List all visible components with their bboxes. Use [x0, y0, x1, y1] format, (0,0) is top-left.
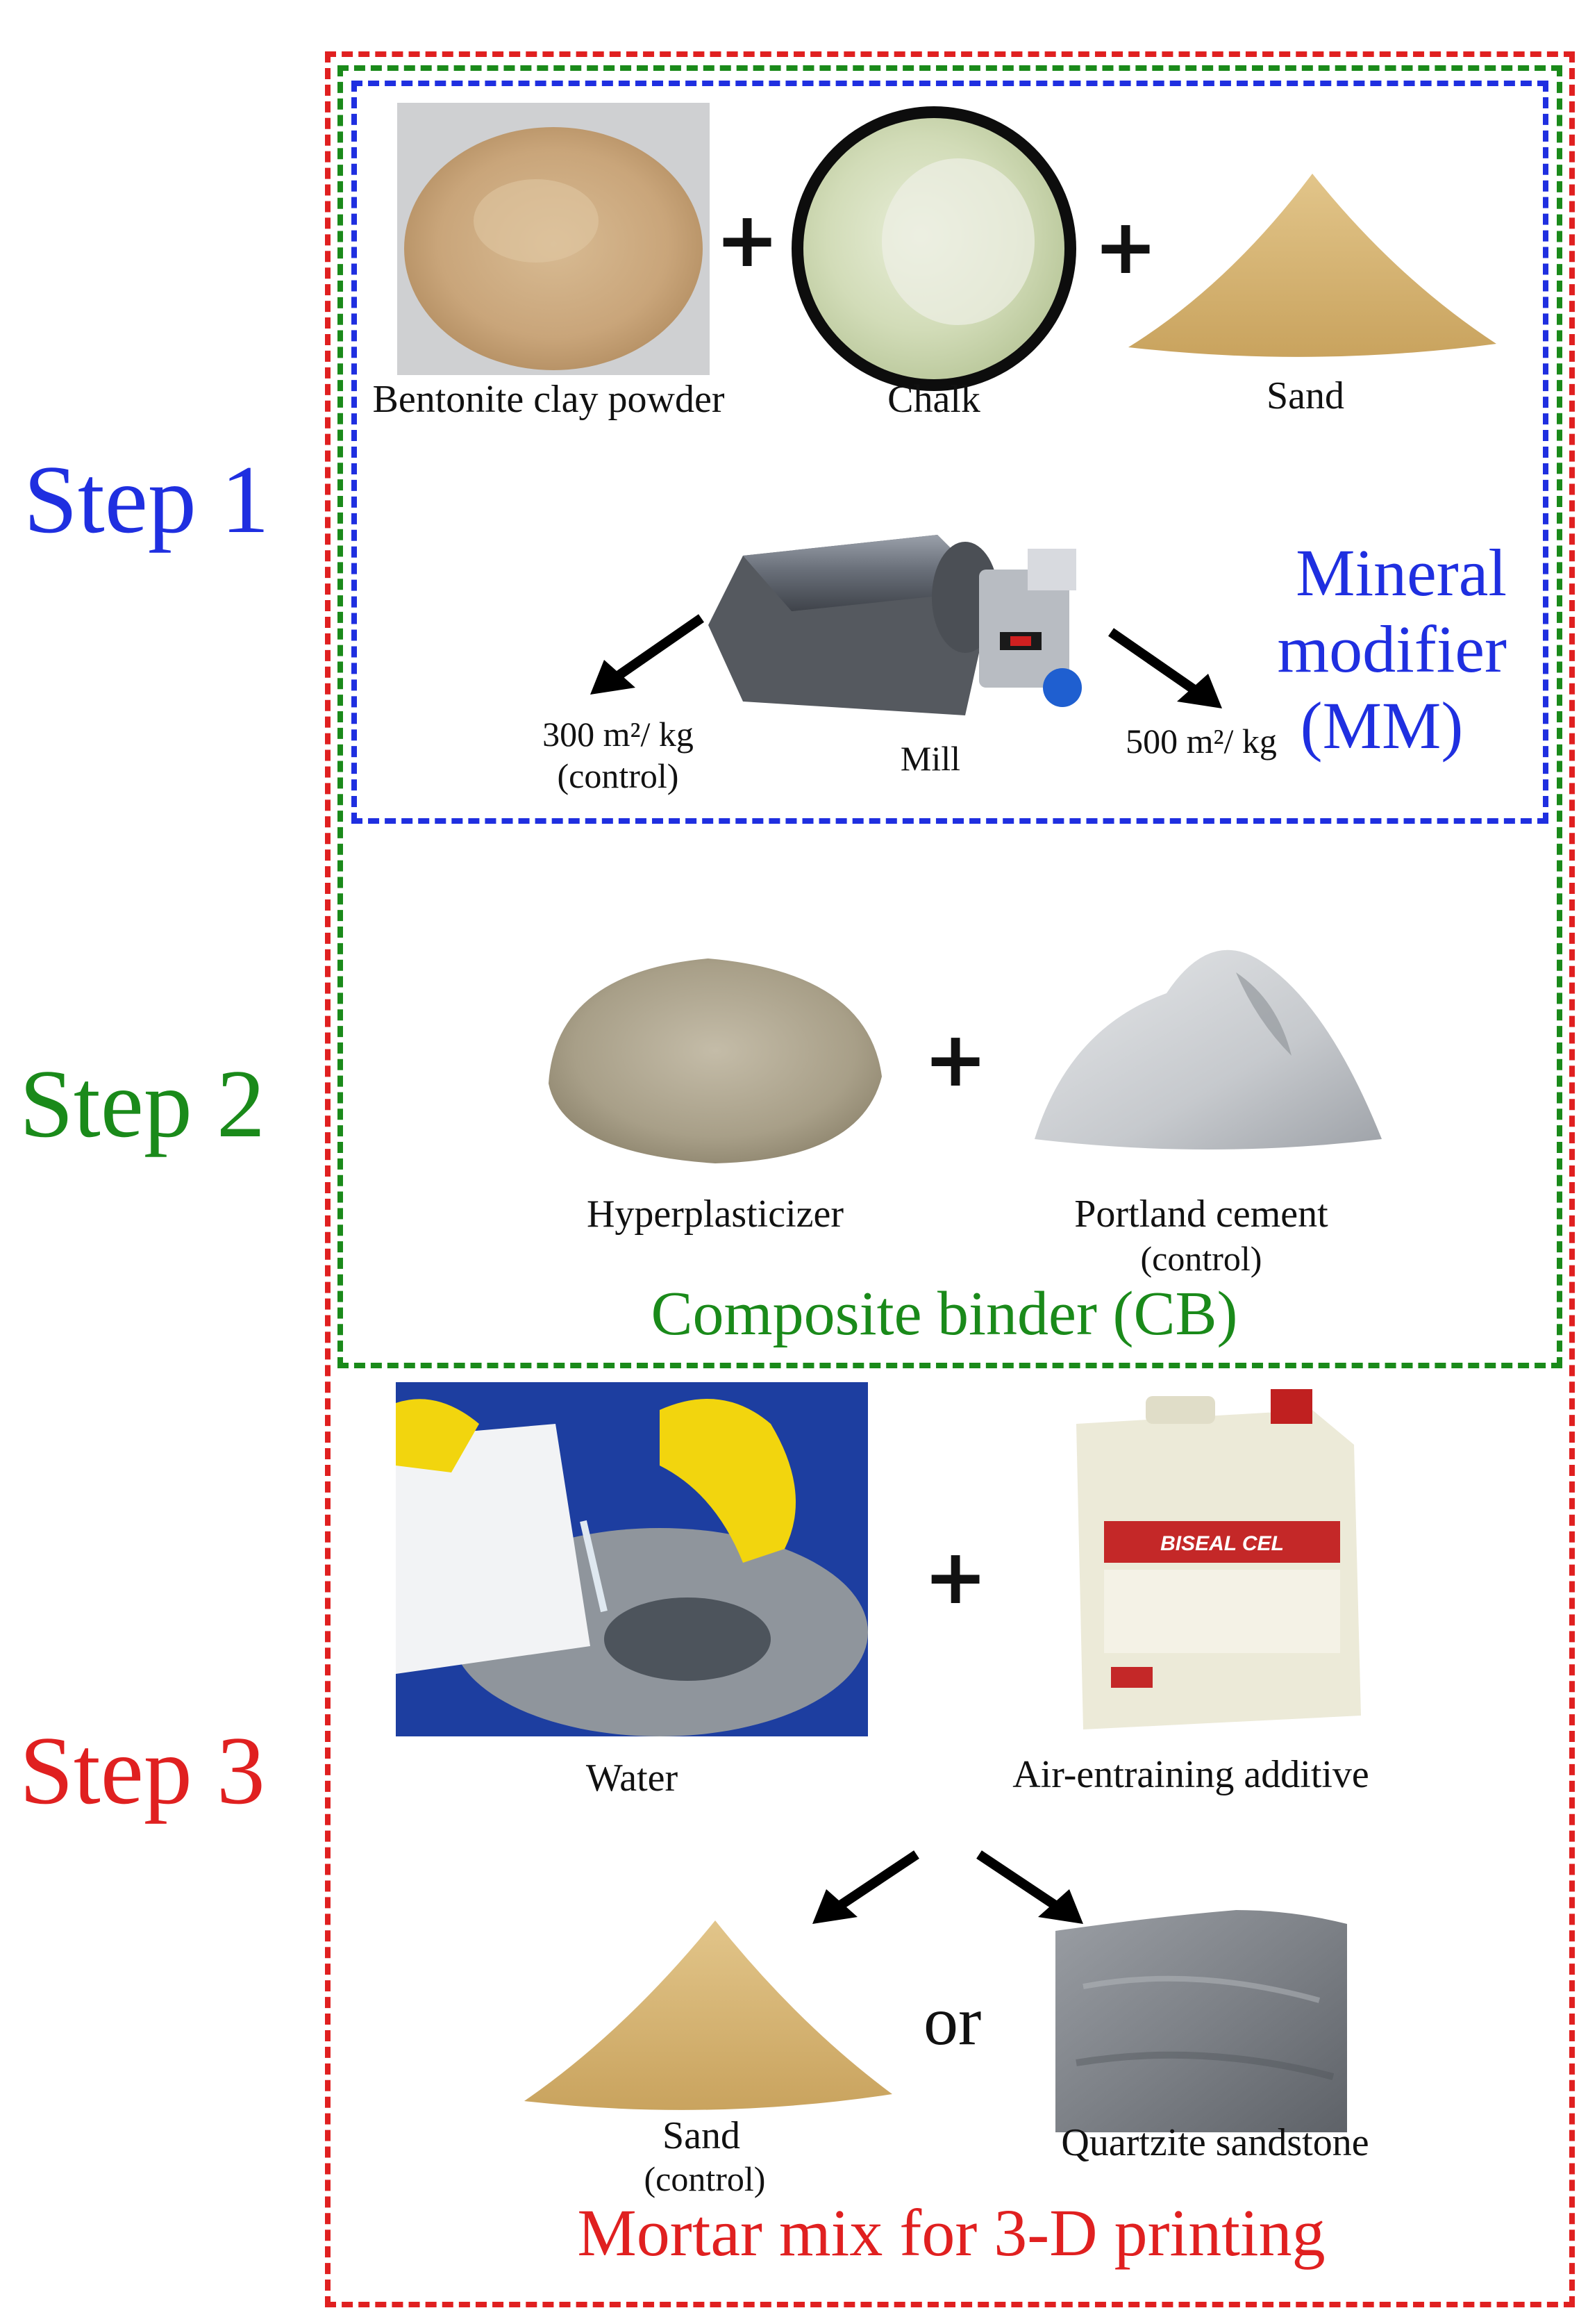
- fine-area-caption: 500 m²/ kg: [1126, 722, 1277, 761]
- step3-mortar-box: [325, 51, 1575, 2307]
- water-caption: Water: [585, 1757, 678, 1800]
- arrow-down-left-icon: [805, 1848, 923, 1931]
- hyperplasticizer-caption: Hyperplasticizer: [586, 1193, 844, 1236]
- plus-sign: +: [1094, 202, 1158, 291]
- step3-label: Step 3: [19, 1717, 265, 1825]
- plus-sign: +: [923, 1015, 988, 1104]
- step2-binder-box: [337, 65, 1562, 1368]
- plus-sign: +: [923, 1532, 988, 1621]
- sand-caption-step3: Sand: [662, 2114, 740, 2157]
- chalk-caption: Chalk: [887, 378, 980, 421]
- portland-cement-image: [1028, 917, 1389, 1167]
- or-text: or: [923, 1982, 982, 2059]
- mill-caption: Mill: [900, 739, 961, 778]
- step1-modifier-box: [351, 81, 1548, 824]
- step1-label: Step 1: [24, 446, 269, 554]
- water-image: [396, 1382, 868, 1736]
- portland-control-note: (control): [1140, 1239, 1262, 1278]
- chalk-image: [785, 103, 1083, 395]
- canister-label: BISEAL CEL: [1160, 1532, 1284, 1555]
- cb-title: Composite binder (CB): [651, 1279, 1238, 1348]
- portland-caption: Portland cement: [1074, 1193, 1328, 1236]
- control-note: (control): [557, 756, 679, 795]
- quartzite-image: [1055, 1903, 1347, 2132]
- sand-image: [1125, 160, 1500, 361]
- sand-caption: Sand: [1267, 374, 1344, 417]
- mm-title-line2: modifier: [1277, 612, 1507, 686]
- step2-label: Step 2: [19, 1050, 265, 1158]
- additive-caption: Air-entraining additive: [1012, 1753, 1369, 1796]
- additive-canister-image: BISEAL CEL: [1062, 1382, 1368, 1736]
- bentonite-image: [397, 103, 710, 375]
- mm-title-line3: (MM): [1300, 688, 1464, 763]
- arrow-down-right-icon: [972, 1848, 1090, 1931]
- control-area-caption: 300 m²/ kg: [542, 715, 694, 754]
- mortar-title: Mortar mix for 3-D printing: [577, 2196, 1326, 2270]
- quartzite-caption: Quartzite sandstone: [1061, 2121, 1369, 2164]
- sand-control-note: (control): [644, 2159, 766, 2198]
- sand-image: [521, 1907, 896, 2115]
- arrow-down-left-icon: [583, 611, 708, 702]
- arrow-down-right-icon: [1104, 625, 1229, 715]
- hyperplasticizer-image: [535, 945, 896, 1174]
- mill-image: [701, 528, 1118, 736]
- mm-title-line1: Mineral: [1296, 536, 1507, 610]
- bentonite-caption: Bentonite clay powder: [372, 378, 725, 421]
- plus-sign: +: [715, 195, 780, 284]
